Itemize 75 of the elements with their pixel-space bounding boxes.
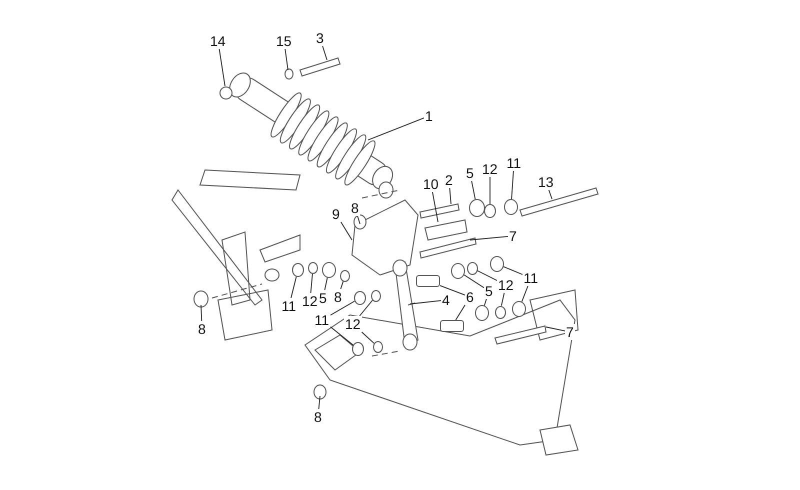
leader-line xyxy=(546,326,566,332)
leader-line xyxy=(318,396,320,410)
leader-line xyxy=(310,274,313,294)
leader-line xyxy=(476,270,498,281)
leader-line xyxy=(357,216,360,224)
leader-line xyxy=(324,277,328,290)
leader-line xyxy=(511,170,514,200)
callout-number: 8 xyxy=(333,289,343,305)
leader-line xyxy=(284,48,288,70)
washer xyxy=(504,199,518,215)
callout-number: 5 xyxy=(318,290,328,306)
leader-line xyxy=(484,298,487,306)
leader-line xyxy=(330,326,354,346)
leader-line xyxy=(455,304,466,320)
spacer-sleeve xyxy=(416,275,440,287)
leader-line xyxy=(464,274,484,288)
callout-number: 13 xyxy=(537,174,555,190)
needle-bearing xyxy=(322,262,336,278)
callout-number: 8 xyxy=(197,321,207,337)
leader-line xyxy=(432,192,438,222)
needle-bearing xyxy=(451,263,465,279)
callout-number: 14 xyxy=(209,33,227,49)
callout-number: 2 xyxy=(444,172,454,188)
callout-number: 4 xyxy=(441,292,451,308)
callout-number: 12 xyxy=(497,277,515,293)
washer xyxy=(484,204,496,218)
leader-line xyxy=(290,276,297,298)
leader-line xyxy=(359,300,373,316)
washer xyxy=(308,262,318,274)
callout-number: 3 xyxy=(315,30,325,46)
callout-number: 12 xyxy=(481,161,499,177)
callout-number: 11 xyxy=(280,298,298,314)
leader-line xyxy=(200,304,202,322)
callout-number: 7 xyxy=(508,228,518,244)
callout-number: 11 xyxy=(522,270,540,286)
callout-number: 10 xyxy=(422,176,440,192)
washer xyxy=(466,262,478,274)
leader-line xyxy=(521,286,528,302)
callout-number: 15 xyxy=(275,33,293,49)
callout-number: 8 xyxy=(350,200,360,216)
leader-line xyxy=(322,46,328,60)
washer xyxy=(354,291,366,305)
spacer-sleeve xyxy=(440,320,464,332)
needle-bearing xyxy=(469,199,485,217)
washer xyxy=(494,306,506,318)
nut xyxy=(340,270,350,282)
washer xyxy=(292,263,304,277)
leader-line xyxy=(470,236,508,240)
leader-line xyxy=(500,292,505,306)
leader-line xyxy=(218,48,226,86)
callout-number: 9 xyxy=(331,206,341,222)
callout-number: 1 xyxy=(424,108,434,124)
callout-number: 11 xyxy=(506,155,522,171)
callout-number: 12 xyxy=(301,293,319,309)
callout-number: 11 xyxy=(314,312,330,328)
callout-number: 5 xyxy=(484,283,494,299)
washer xyxy=(371,290,381,302)
washer xyxy=(512,301,526,317)
leader-line xyxy=(368,118,424,140)
callout-number: 8 xyxy=(313,409,323,425)
leader-line xyxy=(330,300,356,316)
callout-number: 5 xyxy=(465,165,475,181)
leader-line xyxy=(471,180,476,200)
leader-line xyxy=(449,188,452,204)
washer xyxy=(490,256,504,272)
leader-line xyxy=(440,285,466,296)
leader-line xyxy=(361,332,374,344)
leader-line xyxy=(548,190,552,200)
leader-line xyxy=(340,222,352,240)
needle-bearing xyxy=(475,305,489,321)
callout-number: 12 xyxy=(344,316,362,332)
leader-line xyxy=(503,266,523,275)
callout-number: 7 xyxy=(565,324,575,340)
leader-line xyxy=(410,300,442,304)
callout-number: 6 xyxy=(465,289,475,305)
